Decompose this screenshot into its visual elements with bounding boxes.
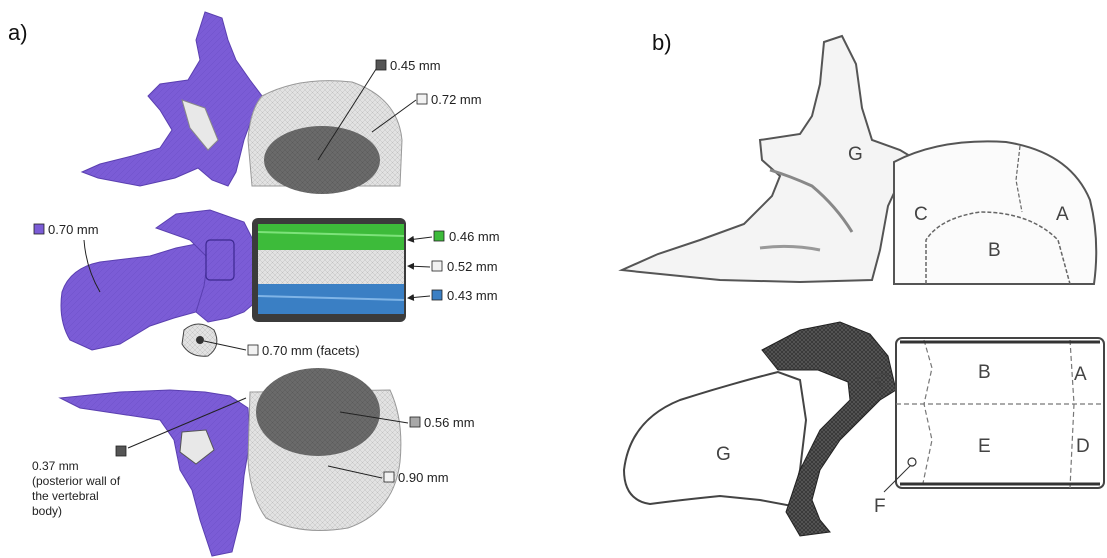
top-dark-label: 0.45 mm	[390, 58, 441, 73]
b-bottom-region-d: D	[1076, 436, 1090, 457]
posterior-line-1: 0.37 mm	[32, 459, 79, 473]
mid-blue-leader	[408, 296, 430, 298]
mid-green-swatch	[434, 231, 444, 241]
panel-b-bottom-vertebra	[624, 322, 1104, 536]
panel-a-bottom-vertebra	[60, 368, 401, 556]
mid-white-leader	[408, 266, 430, 267]
mid-green-band	[258, 224, 404, 250]
posterior-swatch	[116, 446, 126, 456]
panel-a-label: a)	[8, 20, 28, 45]
posterior-line-3: the vertebral	[32, 489, 99, 503]
bottom-dark-core	[256, 368, 380, 456]
b-top-region-c: C	[914, 204, 928, 225]
b-top-region-g: G	[848, 144, 863, 165]
mid-green-label: 0.46 mm	[449, 229, 500, 244]
b-bottom-f-marker	[908, 458, 916, 466]
mid-purple-label: 0.70 mm	[48, 222, 99, 237]
top-dark-core	[264, 126, 380, 194]
bottom-light-swatch	[384, 472, 394, 482]
b-bottom-region-c: C	[876, 370, 890, 391]
b-bottom-region-e: E	[978, 436, 991, 457]
top-light-swatch	[417, 94, 427, 104]
mid-blue-swatch	[432, 290, 442, 300]
bottom-posterior-elements	[60, 390, 250, 556]
mid-white-label: 0.52 mm	[447, 259, 498, 274]
mid-purple-swatch	[34, 224, 44, 234]
posterior-line-4: body)	[32, 504, 62, 518]
b-bottom-region-a: A	[1074, 364, 1087, 385]
mid-blue-label: 0.43 mm	[447, 288, 498, 303]
bottom-light-label: 0.90 mm	[398, 470, 449, 485]
mid-facet-box	[206, 240, 234, 280]
panel-b-label: b)	[652, 30, 672, 55]
mid-green-leader	[408, 237, 432, 240]
mid-facets-swatch	[248, 345, 258, 355]
b-bottom-spinous	[624, 372, 806, 506]
b-top-posterior	[622, 36, 910, 282]
b-top-region-b: B	[988, 240, 1001, 261]
bottom-gray-swatch	[410, 417, 420, 427]
mid-facets-label: 0.70 mm (facets)	[262, 343, 360, 358]
top-light-label: 0.72 mm	[431, 92, 482, 107]
b-bottom-region-b: B	[978, 362, 991, 383]
top-dark-swatch	[376, 60, 386, 70]
panel-a-middle-vertebra	[61, 210, 406, 356]
b-bottom-region-g: G	[716, 444, 731, 465]
top-posterior-elements	[82, 12, 262, 186]
b-top-region-a: A	[1056, 204, 1069, 225]
bottom-gray-label: 0.56 mm	[424, 415, 475, 430]
mid-facet-dot	[196, 336, 204, 344]
posterior-line-2: (posterior wall of	[32, 474, 121, 488]
mid-white-band	[258, 250, 404, 284]
b-bottom-region-f: F	[874, 496, 886, 517]
mid-white-swatch	[432, 261, 442, 271]
